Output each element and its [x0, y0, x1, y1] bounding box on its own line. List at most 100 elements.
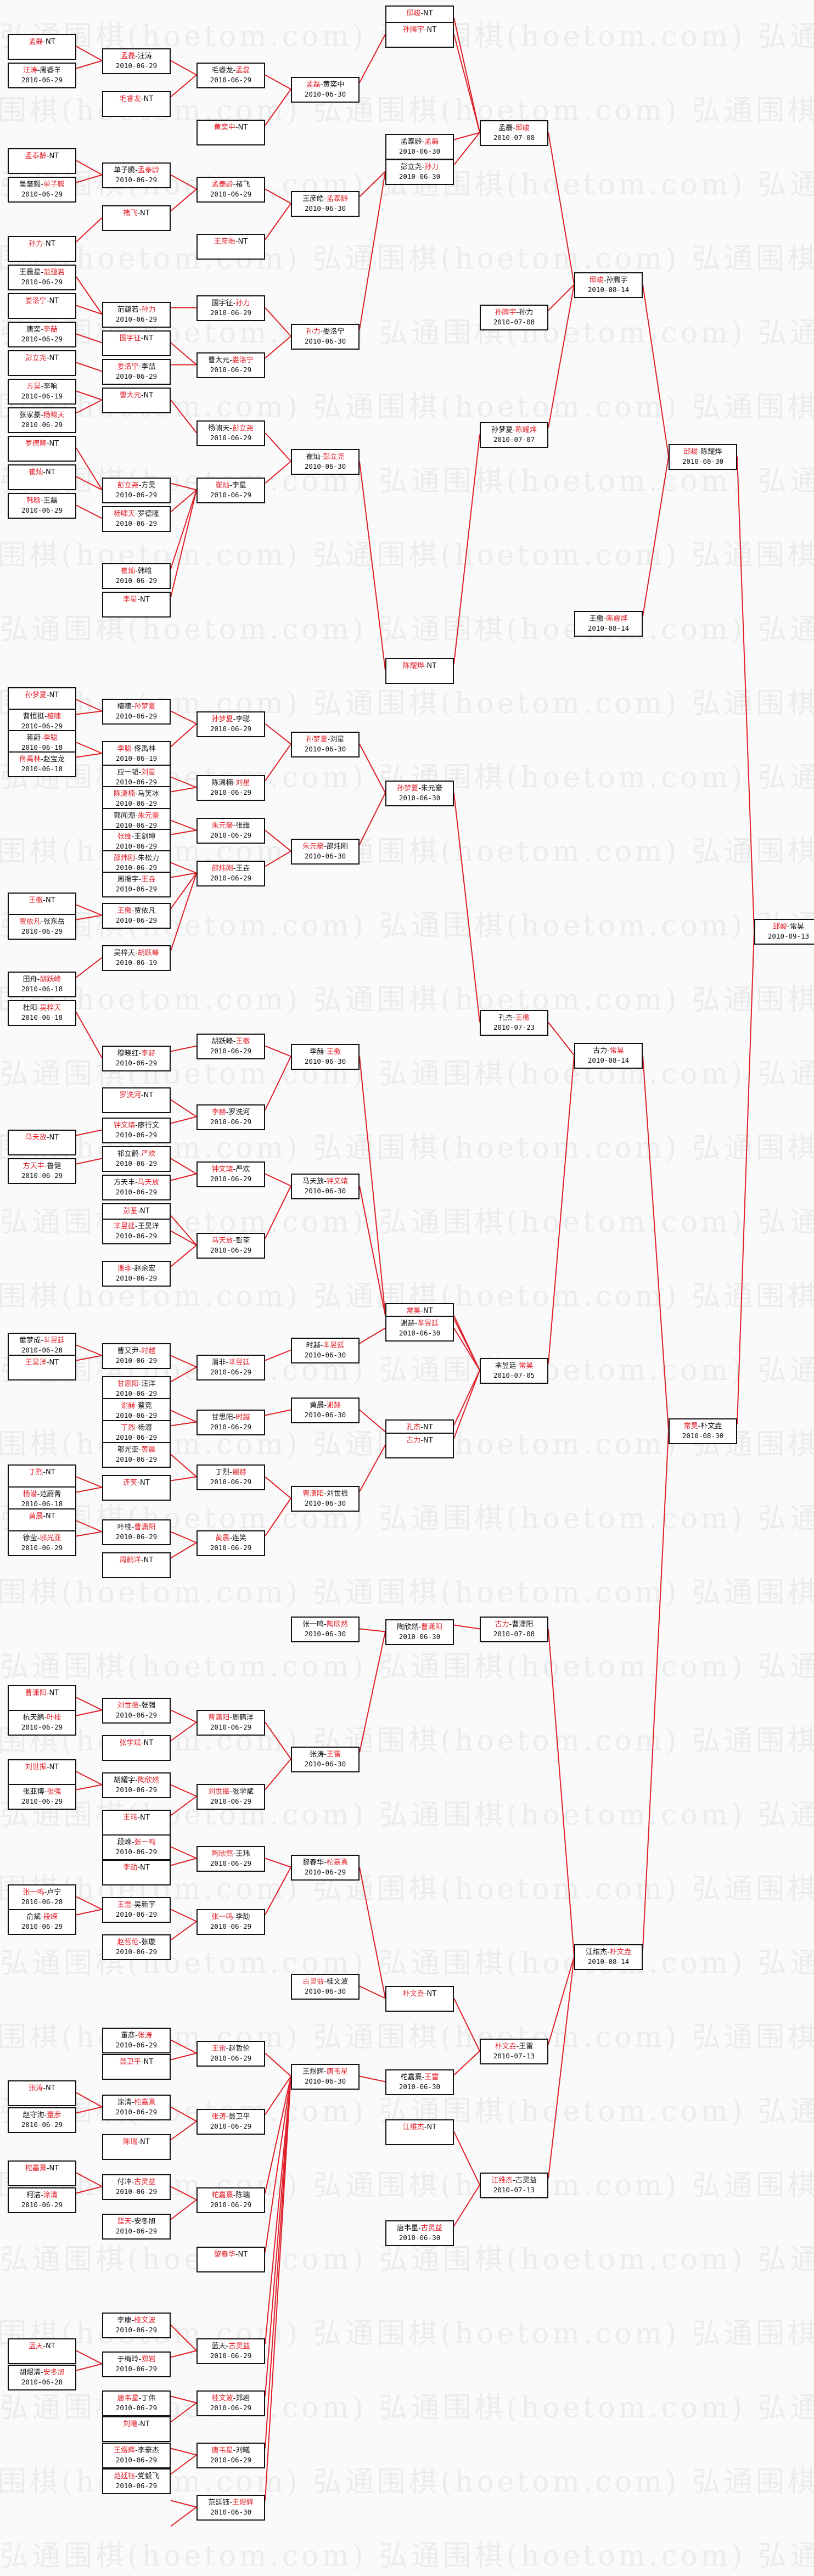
match-players: 常昊-朴文垚: [670, 1422, 736, 1431]
player-b: 贾依凡: [134, 907, 156, 915]
versus-dash: -: [233, 1913, 236, 1921]
versus-dash: -: [135, 812, 138, 820]
match-date: 2010-06-28: [21, 2378, 63, 2386]
match-date: 2010-06-29: [210, 1118, 252, 1126]
bracket-connector: [453, 2131, 480, 2185]
match-players: 丁烈-NT: [9, 1468, 75, 1477]
match-players: 黄晨-NT: [9, 1512, 75, 1521]
versus-dash: -: [137, 2420, 141, 2428]
versus-dash: -: [324, 1177, 327, 1186]
match-box-r3: 黄奕中-NT: [197, 120, 265, 145]
bracket-connector: [170, 1244, 197, 1267]
bracket-connector: [76, 1531, 103, 1537]
player-b: 朴文垚: [700, 1422, 722, 1430]
match-box-r2: 刘曦-NT: [102, 2416, 171, 2442]
match-players: 孙梦夏-李聪: [198, 715, 264, 724]
player-b: NT: [140, 2138, 150, 2146]
versus-dash: -: [135, 1402, 138, 1410]
match-players: 国宇征-孙力: [198, 299, 264, 308]
player-a: 王煜辉: [114, 2446, 136, 2455]
match-date: 2010-06-18: [21, 743, 63, 751]
player-a: 邱峻: [683, 448, 698, 456]
versus-dash: -: [46, 691, 49, 699]
player-b: 时越: [141, 1347, 156, 1355]
player-a: 陶欣然: [211, 1850, 233, 1858]
versus-dash: -: [44, 1162, 47, 1170]
player-a: 桂文波: [211, 2394, 233, 2403]
bracket-connector: [76, 904, 103, 916]
versus-dash: -: [135, 1178, 138, 1187]
player-a: 邬光亚: [117, 1446, 139, 1454]
bracket-connector: [170, 2324, 197, 2351]
versus-dash: -: [41, 1913, 43, 1921]
match-players: 周振宇-王垚: [103, 875, 170, 884]
match-date: 2010-06-29: [115, 1411, 158, 1419]
player-b: NT: [140, 1814, 150, 1822]
match-box-r1: 张涛-NT: [8, 2080, 76, 2106]
versus-dash: -: [513, 1014, 515, 1022]
versus-dash: -: [422, 163, 425, 171]
versus-dash: -: [138, 1380, 142, 1388]
match-players: 俞斌-段嵘: [9, 1912, 75, 1922]
bracket-connector: [170, 723, 197, 748]
player-a: 王檄: [589, 615, 604, 623]
bracket-connector: [359, 1628, 386, 1632]
versus-dash: -: [135, 2031, 138, 2040]
match-date: 2010-06-29: [115, 1159, 158, 1168]
match-players: 杭天鹏-叶桂: [9, 1713, 75, 1722]
match-players: 吴肇毅-单子腾: [9, 180, 75, 189]
player-b: 孟磊: [235, 66, 250, 75]
player-a: 佟禹林: [19, 755, 41, 764]
versus-dash: -: [226, 2045, 229, 2053]
bracket-connector: [170, 1421, 197, 1427]
player-b: 王煜辉: [232, 2499, 254, 2507]
match-players: 范蕴若-孙力: [103, 305, 170, 315]
match-players: 邱峻-常昊: [755, 922, 814, 931]
versus-dash: -: [516, 2042, 519, 2051]
player-a: 谢赫: [400, 1320, 415, 1328]
player-b: 唐韦星: [326, 2068, 348, 2076]
match-box-r2: 国宇征-NT: [102, 330, 171, 356]
match-box-r2: 李星-NT: [102, 592, 171, 618]
player-b: 柁嘉熹: [134, 2098, 156, 2107]
bracket-connector: [76, 160, 103, 176]
match-players: 崔灿-NT: [9, 468, 75, 477]
bracket-connector: [170, 490, 197, 569]
bracket-connector: [76, 504, 103, 519]
versus-dash: -: [131, 745, 134, 753]
player-b: 陈耀烨: [515, 426, 537, 434]
match-players: 蓝天-安冬旭: [103, 2217, 170, 2226]
versus-dash: -: [137, 1479, 141, 1487]
match-players: 毛睿龙-孟磊: [198, 66, 264, 75]
match-players: 孙力-娄洛宁: [292, 327, 358, 336]
player-b: 朱元豪: [137, 812, 159, 820]
match-players: 王彦皓-NT: [198, 237, 264, 246]
match-date: 2010-06-29: [115, 1786, 158, 1794]
player-a: 芈昱廷: [495, 1362, 517, 1370]
player-a: 马天放: [25, 1133, 47, 1142]
bracket-connector: [76, 2172, 103, 2187]
player-a: 王彦皓: [214, 238, 235, 246]
versus-dash: -: [138, 1446, 142, 1454]
versus-dash: -: [226, 2342, 229, 2350]
versus-dash: -: [235, 2251, 238, 2259]
versus-dash: -: [46, 1133, 49, 1142]
player-b: 朱元豪: [420, 784, 442, 793]
player-b: 曹潇阳: [512, 1620, 534, 1629]
bracket-connector: [76, 1697, 103, 1711]
match-date: 2010-06-30: [304, 1630, 346, 1638]
versus-dash: -: [420, 1307, 424, 1315]
player-b: 张学斌: [232, 1788, 254, 1796]
